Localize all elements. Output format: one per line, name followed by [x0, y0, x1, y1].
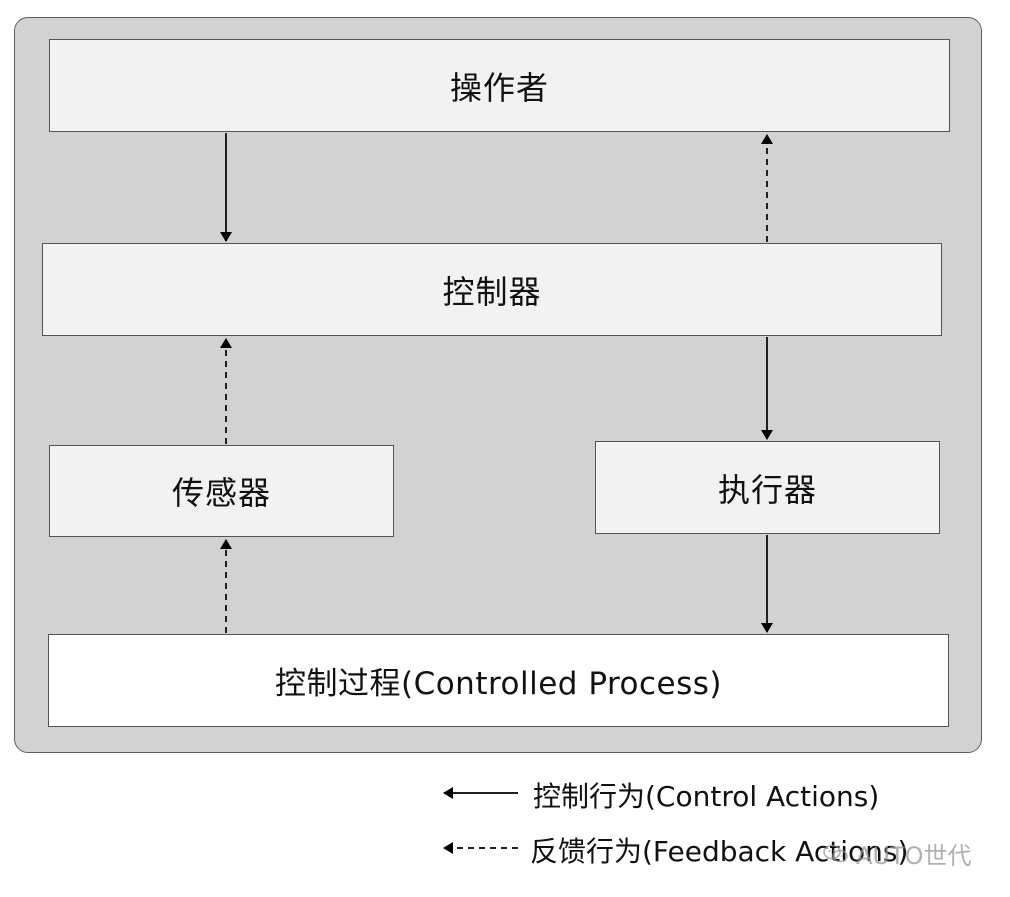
controlled-process-box: 控制过程(Controlled Process) [48, 634, 949, 727]
operator-label: 操作者 [449, 68, 549, 107]
watermark: AUTO世代 [822, 836, 972, 871]
system-frame [14, 17, 982, 753]
controller-label: 控制器 [442, 272, 542, 311]
watermark-text: AUTO世代 [856, 842, 972, 870]
sensor-box: 传感器 [49, 445, 394, 537]
actuator-box: 执行器 [595, 441, 940, 534]
operator-box: 操作者 [49, 39, 950, 132]
wechat-icon [823, 844, 848, 862]
sensor-label: 传感器 [171, 474, 271, 512]
controlled-process-label: 控制过程(Controlled Process) [274, 666, 723, 702]
legend-control-label: 控制行为(Control Actions) [533, 780, 880, 813]
controller-box: 控制器 [42, 243, 942, 336]
actuator-label: 执行器 [717, 470, 817, 509]
